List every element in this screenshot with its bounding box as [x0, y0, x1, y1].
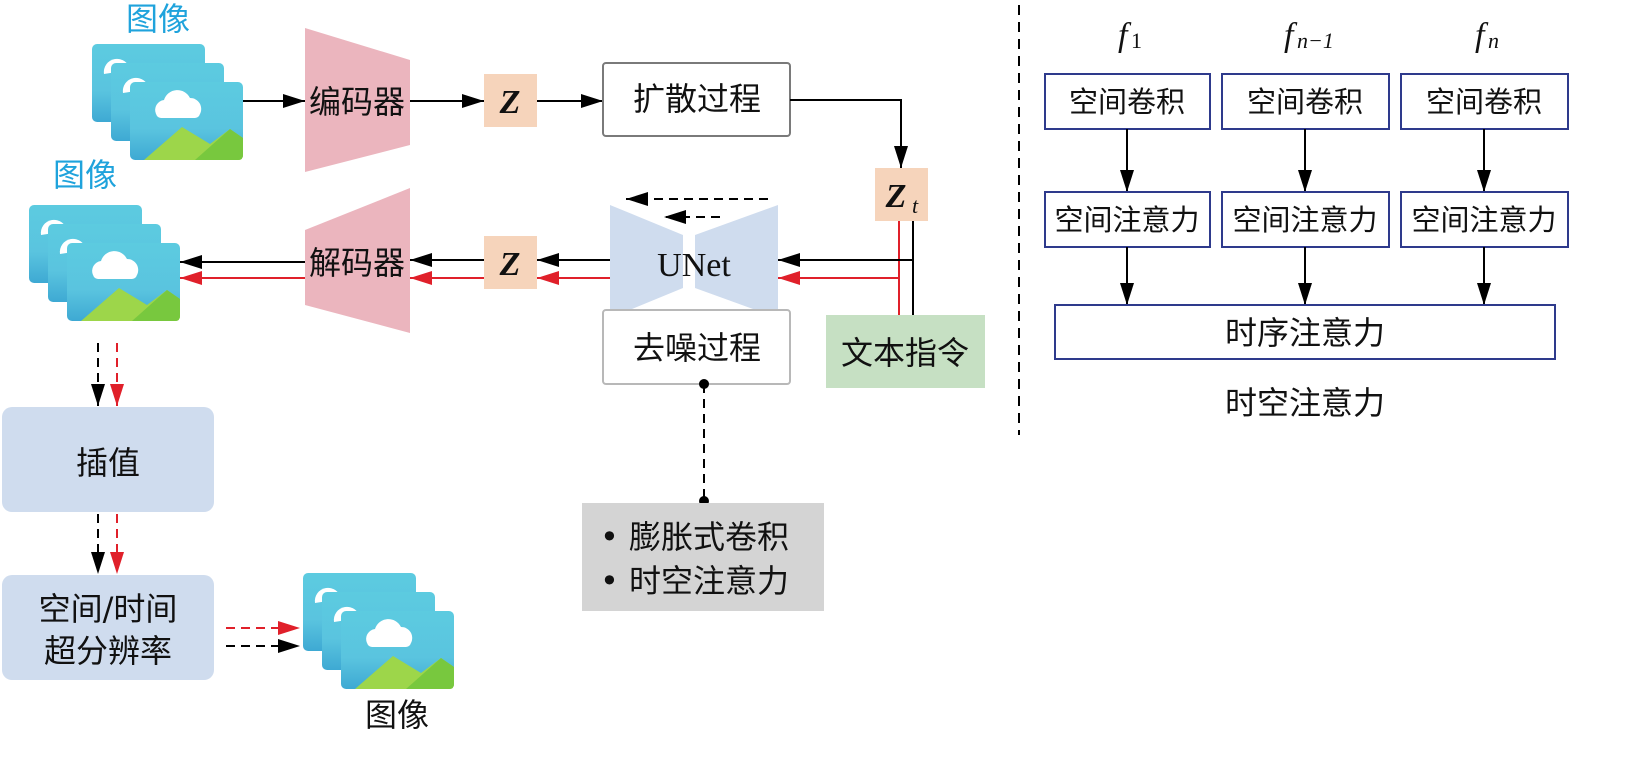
frame-label-1: f 1 — [1118, 17, 1142, 54]
latent-z-top — [484, 74, 537, 127]
unet-label: UNet — [657, 247, 731, 284]
spatial-attn-label: 空间注意力 — [1054, 203, 1199, 237]
image-decoded-icon — [29, 205, 180, 321]
svg-text:f: f — [1118, 17, 1132, 54]
text-instruction-box — [826, 315, 985, 388]
spatial-attn-label: 空间注意力 — [1232, 203, 1377, 237]
arrow-diffusion-to-zt — [790, 99, 908, 168]
spatial-conv-label: 空间卷积 — [1247, 85, 1363, 119]
latent-z-top-label: Z — [499, 84, 521, 121]
spatial-conv-label: 空间卷积 — [1069, 85, 1185, 119]
diffusion-process-label: 扩散过程 — [633, 80, 761, 118]
encoder-shape — [305, 28, 410, 172]
image-input-icon — [92, 44, 243, 160]
image-output-icon — [303, 573, 454, 689]
image-decoded-label: 图像 — [53, 156, 117, 194]
decoder-shape — [305, 188, 410, 333]
super-resolution-box — [2, 575, 214, 680]
super-resolution-label-line2: 超分辨率 — [44, 632, 172, 670]
frame-label-n: f n — [1475, 17, 1499, 54]
svg-text:n−1: n−1 — [1297, 28, 1334, 53]
spatial-attn-box — [1044, 191, 1211, 248]
interpolation-label: 插值 — [76, 444, 140, 482]
super-resolution-label-line1: 空间/时间 — [39, 590, 178, 628]
svg-text:f: f — [1475, 17, 1489, 54]
latent-z-bottom — [484, 236, 537, 289]
spatiotemporal-attn-caption: 时空注意力 — [1225, 384, 1385, 422]
unet-right-shape — [695, 205, 778, 318]
interpolation-box — [2, 407, 214, 512]
spatial-attn-label: 空间注意力 — [1411, 203, 1556, 237]
denoise-process-label: 去噪过程 — [633, 329, 761, 367]
decoder-label: 解码器 — [309, 244, 405, 282]
frame-label-n-minus-1: f n−1 — [1284, 17, 1334, 54]
svg-text:1: 1 — [1131, 28, 1142, 53]
encoder-label: 编码器 — [309, 83, 405, 121]
image-output-label: 图像 — [365, 696, 429, 734]
temporal-attn-box — [1054, 304, 1556, 360]
latent-zt-label: Z — [885, 178, 907, 215]
spatial-attn-box — [1221, 191, 1390, 248]
denoise-process-box — [602, 309, 791, 385]
spatial-conv-box — [1400, 73, 1569, 130]
text-instruction-label: 文本指令 — [841, 334, 969, 372]
latent-zt — [875, 168, 928, 221]
svg-text:f: f — [1284, 17, 1298, 54]
note-item: • 膨胀式卷积 — [600, 518, 789, 556]
note-box — [582, 503, 824, 611]
note-item: • 时空注意力 — [600, 562, 789, 600]
temporal-attn-label: 时序注意力 — [1225, 314, 1385, 352]
unet-left-shape — [610, 205, 683, 318]
svg-text:n: n — [1488, 28, 1499, 53]
spatial-conv-label: 空间卷积 — [1426, 85, 1542, 119]
image-input-label: 图像 — [126, 0, 190, 38]
latent-z-bottom-label: Z — [499, 246, 521, 283]
latent-zt-subscript: t — [912, 193, 919, 218]
